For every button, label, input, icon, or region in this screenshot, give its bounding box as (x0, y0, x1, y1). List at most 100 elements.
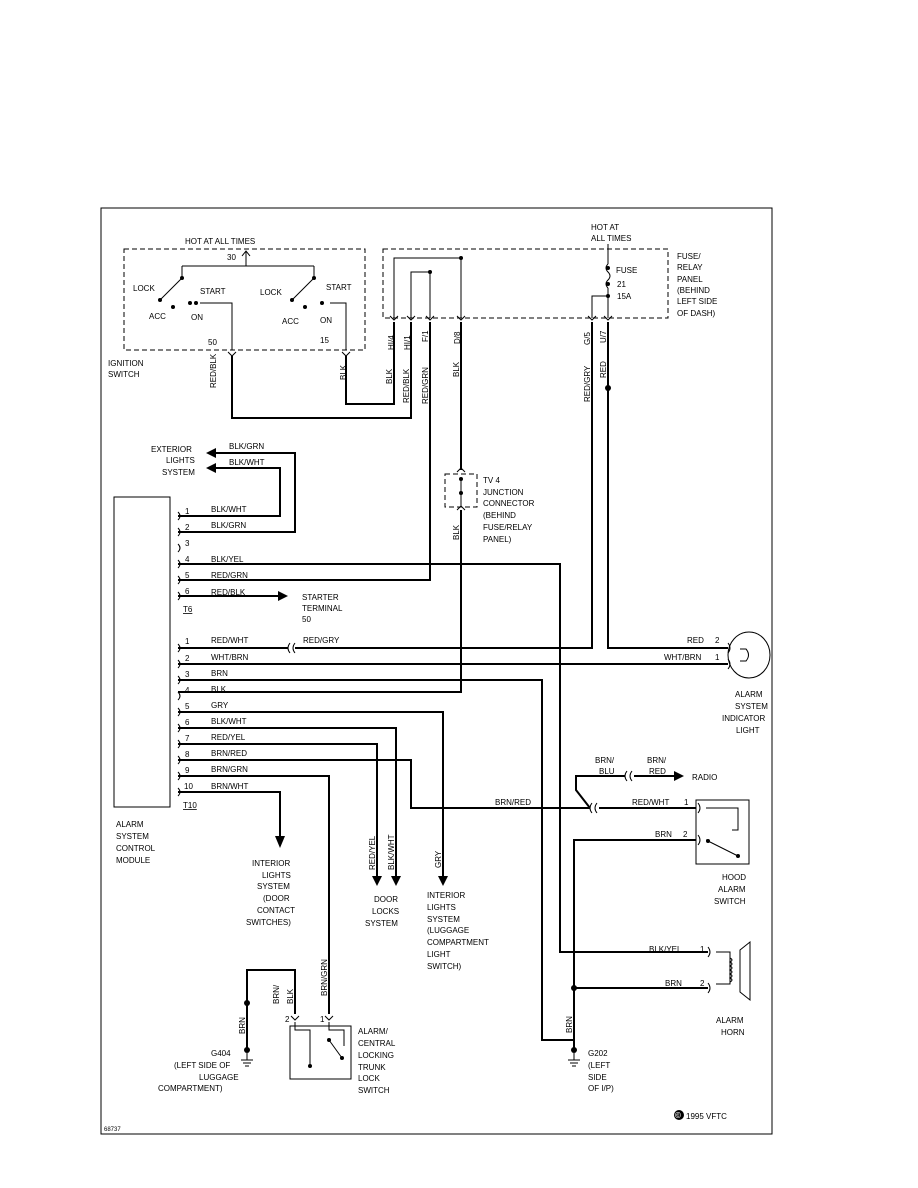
door-locks-label-1: LOCKS (372, 907, 399, 916)
t6-wire-2: BLK/GRN (211, 521, 246, 530)
t6-pin-2: 2 (185, 523, 190, 532)
indicator-label-2: INDICATOR (722, 714, 765, 723)
hood-label-0: HOOD (722, 873, 746, 882)
copyright-text: 1995 VFTC (686, 1112, 727, 1121)
horn-wire-blkyel: BLK/YEL (649, 945, 682, 954)
t6-pin-1: 1 (185, 507, 190, 516)
g404-wire: BRN (238, 1017, 247, 1034)
g404-label-3: COMPARTMENT) (158, 1084, 223, 1093)
fuse-hot-label-2: ALL TIMES (591, 234, 631, 243)
module-label-1: SYSTEM (116, 832, 149, 841)
radio-label: RADIO (692, 773, 717, 782)
ignition-switch-box (123, 248, 366, 351)
indicator-pin-2: 2 (715, 636, 720, 645)
trunk-label-2: LOCKING (358, 1051, 394, 1060)
exterior-label-1: LIGHTS (166, 456, 195, 465)
ground-g202: BRN G202 (LEFT SIDE OF I/P) (565, 1016, 614, 1093)
door-locks-wire-redyel: RED/YEL (368, 835, 377, 870)
indicator-label-0: ALARM (735, 690, 763, 699)
radio-brnred-0: BRN/ (647, 756, 667, 765)
fuse-pin-u7: U/7 (599, 330, 608, 343)
wire-label-redgry-g5: RED/GRY (583, 365, 592, 402)
fuse-panel-label-3: (BEHIND (677, 286, 710, 295)
indicator-label-3: LIGHT (736, 726, 760, 735)
fuse-pin-hi1: HI/1 (403, 335, 412, 350)
t10-wire-5: GRY (211, 701, 229, 710)
t6-pin-5: 5 (185, 571, 190, 580)
ignition-pin-15: 15 (320, 336, 329, 345)
trunk-label-3: TRUNK (358, 1063, 386, 1072)
horn-pin-1: 1 (700, 945, 705, 954)
t10-wire-4: BLK (211, 685, 227, 694)
ignition-acc-1: ACC (149, 312, 166, 321)
trunk-wire-brnblk-1: BLK (286, 988, 295, 1004)
t6-wire-5: RED/GRN (211, 571, 248, 580)
indicator-wire-red: RED (687, 636, 704, 645)
fuse-label: FUSE (616, 266, 637, 275)
ignition-start-2: START (326, 283, 352, 292)
wire-label-redblk-ign: RED/BLK (209, 353, 218, 388)
top-wires: RED/BLK BLK BLK RED/BLK RED/GRN BLK RED/… (178, 322, 728, 649)
hood-wire-brnred: BRN/RED (495, 798, 531, 807)
wire-label-redgrn-f1: RED/GRN (421, 367, 430, 404)
fuse-panel-label-5: OF DASH) (677, 309, 716, 318)
fuse-rating: 15A (617, 292, 632, 301)
t10-pin-10: 10 (184, 782, 193, 791)
junction-label-3: (BEHIND (483, 511, 516, 520)
t10-pin-1: 1 (185, 637, 190, 646)
luggage-label-3: (LUGGAGE (427, 926, 469, 935)
trunk-label-0: ALARM/ (358, 1027, 389, 1036)
indicator-label-1: SYSTEM (735, 702, 768, 711)
module-label-0: ALARM (116, 820, 144, 829)
diagram-frame (100, 207, 773, 1135)
junction-box (444, 473, 478, 508)
ignition-on-2: ON (320, 316, 332, 325)
t10-connector: T10 1 2 3 4 5 6 7 8 9 10 RED/WHT WHT/BRN… (177, 636, 728, 1041)
junction-label-0: TV 4 (483, 476, 500, 485)
t10-pin-9: 9 (185, 766, 190, 775)
hood-alarm-switch: BRN/ BLU BRN/ RED RADIO BRN/RED RED/WHT … (495, 756, 750, 1050)
exterior-lights: EXTERIOR LIGHTS SYSTEM BLK/GRN BLK/WHT (151, 442, 296, 533)
g404-label-2: LUGGAGE (199, 1073, 239, 1082)
junction-connector: TV 4 JUNCTION CONNECTOR (BEHIND FUSE/REL… (178, 467, 535, 693)
junction-label-4: FUSE/RELAY (483, 523, 533, 532)
ignition-lock-2: LOCK (260, 288, 282, 297)
figure-id: 68737 (104, 1127, 121, 1133)
interior-door-label-2: SYSTEM (257, 882, 290, 891)
trunk-label-4: LOCK (358, 1074, 380, 1083)
ground-g404: BRN G404 (LEFT SIDE OF LUGGAGE COMPARTME… (158, 1017, 253, 1093)
wire-label-blk-hi4: BLK (385, 368, 394, 384)
door-locks-wire-blkwht: BLK/WHT (387, 834, 396, 870)
ignition-30-label: 30 (227, 253, 236, 262)
t6-pin-3: 3 (185, 539, 190, 548)
t10-pin-8: 8 (185, 750, 190, 759)
g202-label-2: SIDE (588, 1073, 607, 1082)
luggage-label-4: COMPARTMENT (427, 938, 489, 947)
g404-label-0: G404 (211, 1049, 231, 1058)
t10-pin-4: 4 (185, 686, 190, 695)
luggage-label-5: LIGHT (427, 950, 451, 959)
starter-label-2: 50 (302, 615, 311, 624)
ignition-on-1: ON (191, 313, 203, 322)
t6-wire-4: BLK/YEL (211, 555, 244, 564)
fuse-pin-g5: G/5 (583, 332, 592, 345)
fuse-panel-label-1: RELAY (677, 263, 703, 272)
door-locks: RED/YEL BLK/WHT DOOR LOCKS SYSTEM (365, 834, 401, 928)
interior-door-label-1: LIGHTS (262, 871, 291, 880)
starter-label-1: TERMINAL (302, 604, 343, 613)
wire-label-blk-d8: BLK (452, 361, 461, 377)
t10-pin-6: 6 (185, 718, 190, 727)
horn-wire-brn: BRN (665, 979, 682, 988)
hood-label-1: ALARM (718, 885, 746, 894)
fuse-panel-label-0: FUSE/ (677, 252, 701, 261)
indicator-pin-1: 1 (715, 653, 720, 662)
g202-wire: BRN (565, 1016, 574, 1033)
ignition-lock-1: LOCK (133, 284, 155, 293)
ignition-name-1: IGNITION (108, 359, 144, 368)
luggage-label-6: SWITCH) (427, 962, 462, 971)
trunk-wire-brngrn: BRN/GRN (320, 959, 329, 996)
hood-wire-redwht: RED/WHT (632, 798, 669, 807)
g404-label-1: (LEFT SIDE OF (174, 1061, 230, 1070)
t10-wire-9: BRN/GRN (211, 765, 248, 774)
